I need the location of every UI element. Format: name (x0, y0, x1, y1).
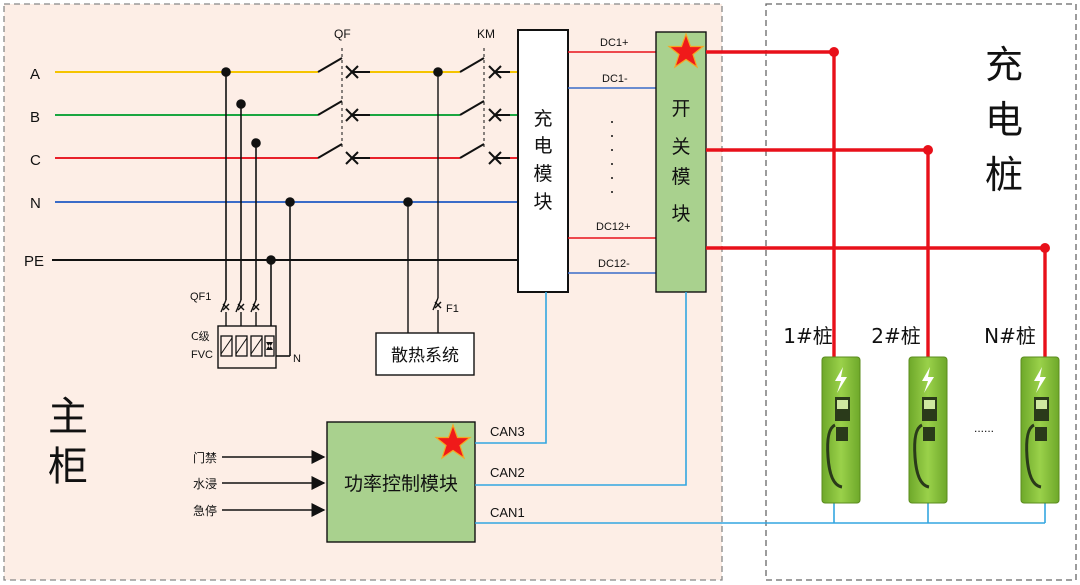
main-cabinet-title-char-1: 主 (48, 394, 88, 440)
charging-module-char-2: 电 (533, 135, 552, 157)
switch-module-box (655, 31, 707, 293)
dc1-minus-label: DC1- (602, 73, 628, 85)
pile-1-label: 1#桩 (783, 324, 832, 348)
lightning-icon (922, 367, 934, 393)
dc-output-lines (706, 47, 1050, 357)
dc1-plus-label: DC1+ (600, 37, 628, 49)
fan-system-label: 散热系统 (391, 346, 459, 366)
phase-label-b: B (30, 109, 40, 126)
input-estop-label: 急停 (193, 503, 217, 518)
input-flood-label: 水浸 (193, 477, 217, 491)
charging-pile-2 (908, 356, 948, 504)
breaker-qf-label: QF (334, 27, 351, 41)
main-cabinet-title-char-2: 柜 (48, 444, 88, 490)
power-control-label: 功率控制模块 (344, 473, 458, 495)
fan-branch: F1 (407, 72, 459, 333)
switch-module-char-3: 模 (671, 166, 690, 188)
spd-device: C级 FVC N (191, 325, 301, 369)
star-icon (667, 32, 705, 69)
can-bus-lines (475, 292, 1046, 524)
pile-ellipsis: ...... (974, 421, 994, 435)
spd-label-fvc: FVC (191, 349, 213, 361)
spd-label-class: C级 (191, 330, 210, 343)
switch-module-char-4: 块 (671, 203, 690, 225)
charging-module-char-3: 模 (533, 163, 552, 185)
contactor-km-label: KM (477, 27, 495, 41)
contactor-km: KM (459, 27, 510, 165)
can3-label: CAN3 (490, 424, 525, 439)
phase-label-n: N (30, 195, 41, 212)
phase-label-pe: PE (24, 253, 44, 270)
dc-dots (611, 121, 613, 193)
pile-n-label: N#桩 (984, 324, 1036, 348)
star-icon (434, 423, 472, 460)
can2-label: CAN2 (490, 465, 525, 480)
lightning-icon (1034, 367, 1046, 393)
dc-links (568, 51, 656, 274)
switch-module-char-2: 关 (671, 136, 690, 158)
charging-module-char-4: 块 (533, 191, 552, 213)
phase-label-a: A (30, 66, 40, 83)
input-door-label: 门禁 (193, 450, 217, 465)
spd-taps (221, 67, 443, 357)
switch-module-char-1: 开 (671, 98, 690, 120)
can1-label: CAN1 (490, 505, 525, 520)
charging-module-char-1: 充 (533, 108, 552, 130)
phase-lines: A B C N PE (24, 66, 518, 270)
dc12-minus-label: DC12- (598, 258, 630, 270)
lightning-icon (835, 367, 847, 393)
phase-label-c: C (30, 152, 41, 169)
pile-area-title-char-2: 电 (985, 98, 1023, 142)
charging-module-box (517, 29, 569, 293)
fan-system-box (375, 332, 475, 376)
dc12-plus-label: DC12+ (596, 221, 631, 233)
charging-pile-1 (821, 356, 861, 504)
spd-neutral-label: N (293, 353, 301, 365)
pile-2-label: 2#桩 (871, 324, 920, 348)
fan-fuse-label: F1 (446, 303, 459, 315)
breaker-qf: QF (317, 27, 370, 165)
charging-pile-n (1020, 356, 1060, 504)
breaker-qf1: QF1 (190, 291, 260, 330)
pile-area-title-char-1: 充 (985, 43, 1023, 87)
breaker-qf1-label: QF1 (190, 291, 211, 303)
pile-area-title-char-3: 桩 (985, 153, 1023, 197)
control-inputs: 门禁 水浸 急停 (193, 450, 326, 518)
